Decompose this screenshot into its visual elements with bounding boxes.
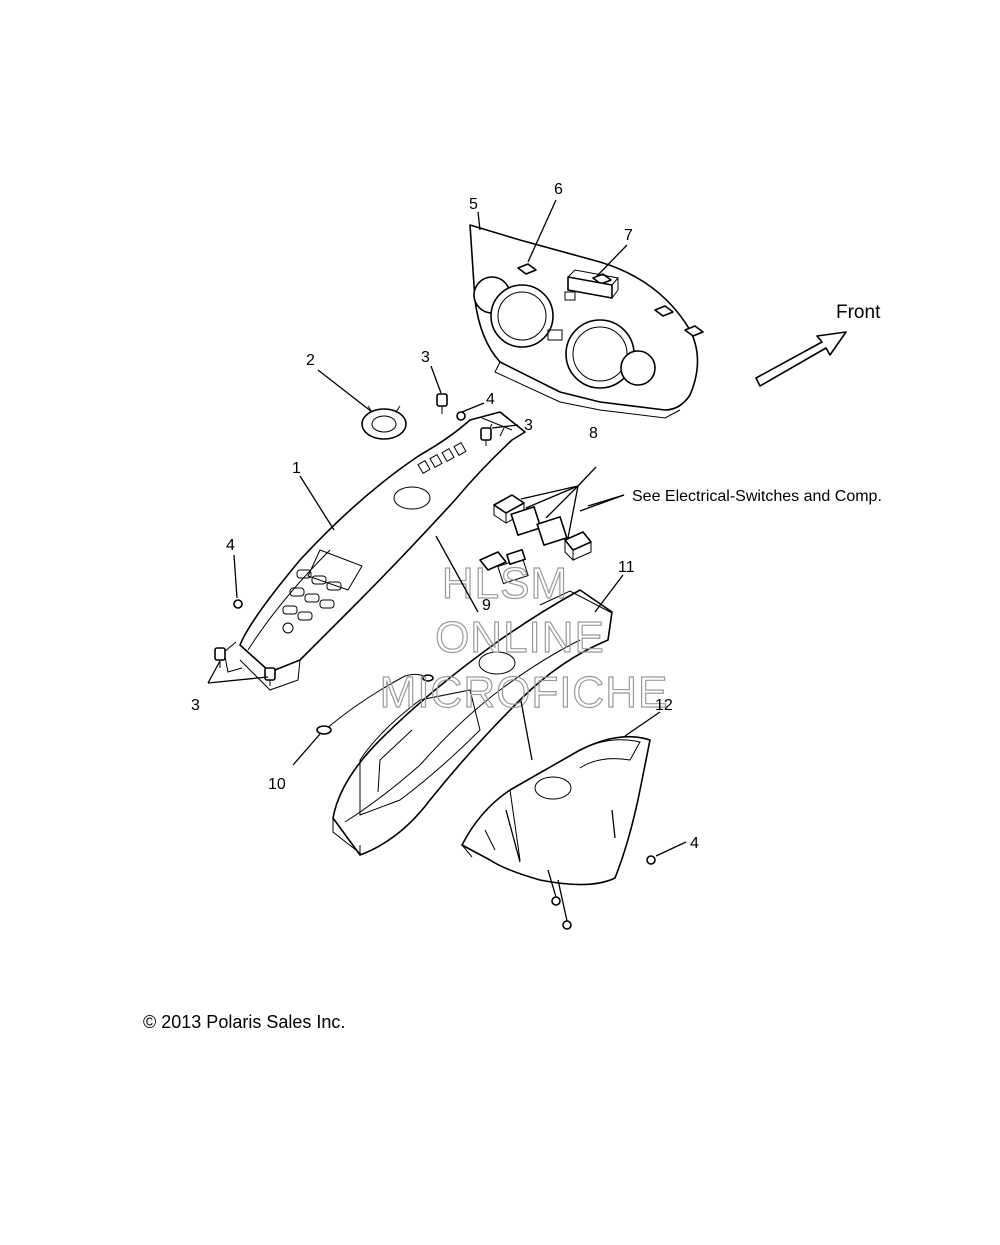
switch-bracket xyxy=(479,548,529,585)
callout-12: 12 xyxy=(655,697,673,714)
callout-9: 9 xyxy=(482,597,491,614)
callout-numbers: 5 6 7 2 3 4 3 1 8 4 11 9 3 12 10 4 xyxy=(191,181,699,852)
watermark: HLSM ONLINE MICROFICHE xyxy=(379,558,669,717)
callout-4b: 4 xyxy=(226,537,235,554)
callout-8: 8 xyxy=(589,425,598,442)
front-label: Front xyxy=(836,302,881,323)
callout-7: 7 xyxy=(624,227,633,244)
callout-4c: 4 xyxy=(690,835,699,852)
callout-3c: 3 xyxy=(191,697,200,714)
display-module xyxy=(567,269,619,299)
callout-2: 2 xyxy=(306,352,315,369)
copyright-notice: © 2013 Polaris Sales Inc. xyxy=(143,1012,346,1032)
switches xyxy=(493,494,592,562)
leader-lines xyxy=(207,199,687,922)
callout-6: 6 xyxy=(554,181,563,198)
callout-3a: 3 xyxy=(421,349,430,366)
callout-1: 1 xyxy=(292,460,301,477)
callout-3b: 3 xyxy=(524,417,533,434)
instrument-cluster-housing xyxy=(469,224,699,419)
watermark-line-1: HLSM xyxy=(442,559,568,608)
lower-side-panel xyxy=(461,735,651,886)
callout-10: 10 xyxy=(268,776,286,793)
callout-11: 11 xyxy=(618,559,635,576)
ground-wire xyxy=(316,673,434,735)
front-direction-arrow xyxy=(755,331,847,387)
reference-note: See Electrical-Switches and Comp. xyxy=(632,488,882,505)
gauge-clips xyxy=(517,263,704,337)
upper-console-panel xyxy=(223,411,526,691)
callout-4a: 4 xyxy=(486,391,495,408)
callout-5: 5 xyxy=(469,196,478,213)
watermark-line-3: MICROFICHE xyxy=(380,668,669,717)
ignition-switch xyxy=(361,405,407,440)
watermark-line-2: ONLINE xyxy=(435,613,605,662)
lower-console xyxy=(332,589,613,856)
